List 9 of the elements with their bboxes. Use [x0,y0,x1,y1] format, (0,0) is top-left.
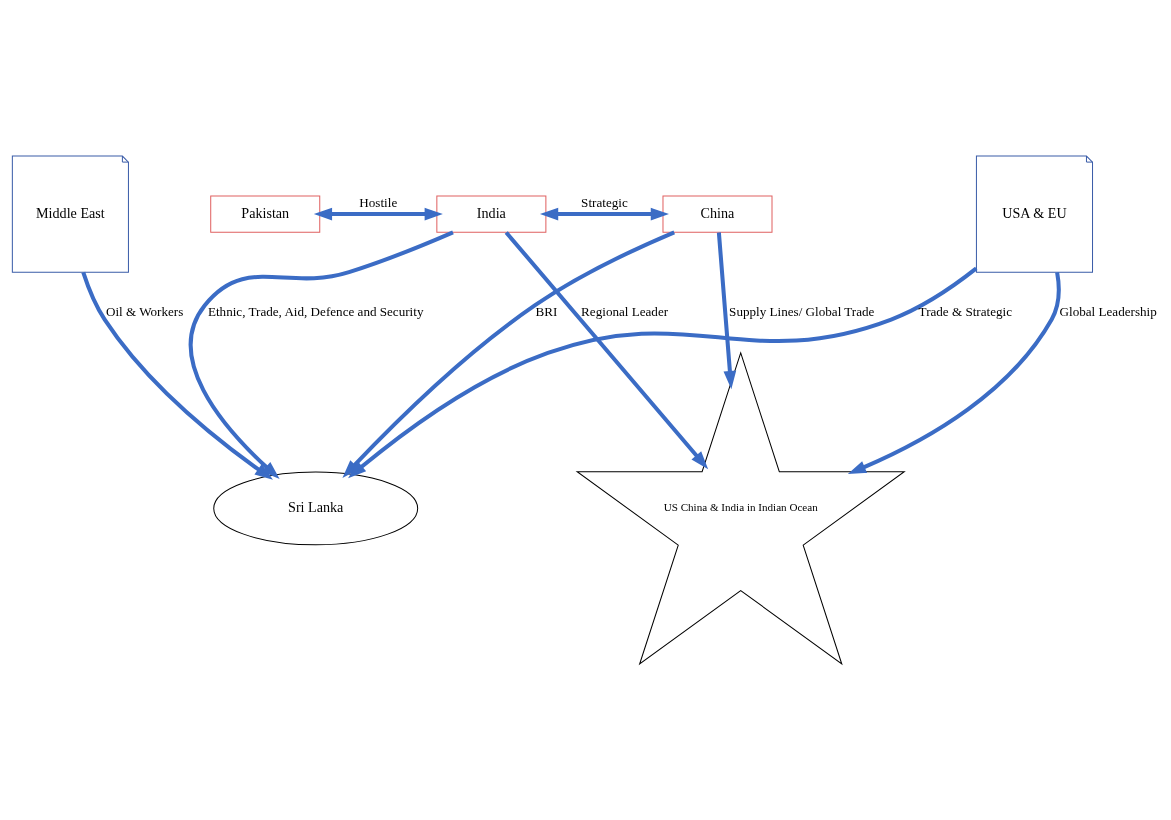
edge-label: Strategic [581,195,628,211]
edge-label: Ethnic, Trade, Aid, Defence and Security [207,303,424,319]
edge-label: BRI [535,303,558,319]
edge-label: Global Leadership [1059,303,1157,319]
edge-label: Hostile [359,195,398,211]
edge-label: Oil & Workers [105,303,184,319]
edge-label: Supply Lines/ Global Trade [729,303,875,319]
edge-label: Trade & Strategic [918,303,1013,319]
edge-label: Regional Leader [581,303,669,319]
